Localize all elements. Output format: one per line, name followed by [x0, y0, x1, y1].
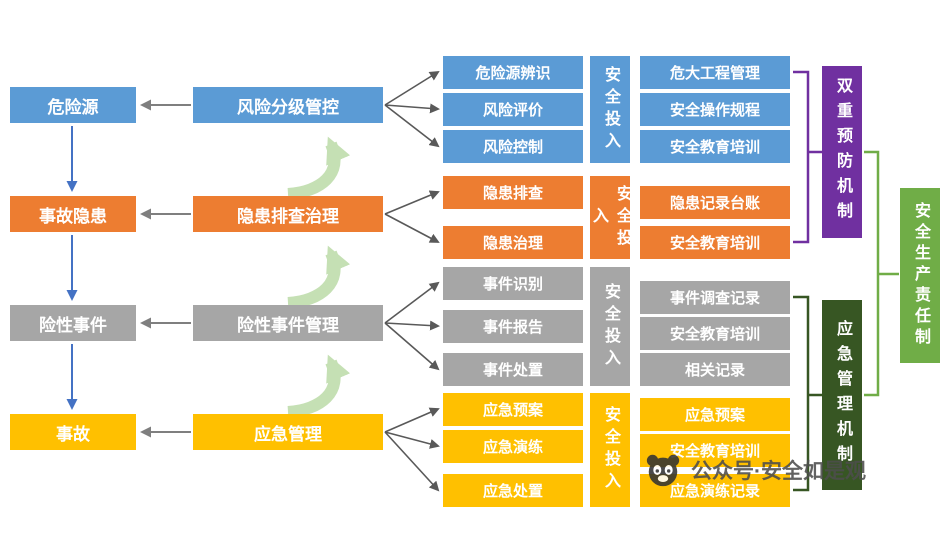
safety-investment-gray: 安全投入: [590, 267, 630, 386]
fan-line-danger-2: [384, 213, 440, 243]
safety-investment-orange: 安全投入: [590, 176, 631, 259]
responsibility-system: 安全生产责任制: [900, 188, 940, 363]
support-safety-education-3: 安全教育培训: [640, 317, 790, 350]
support-emergency-plan: 应急预案: [640, 398, 790, 431]
watermark: 公众号·安全如是观: [644, 451, 866, 489]
bracket-dual-prevention: [793, 70, 822, 244]
fan-line-incident-1: [384, 281, 440, 324]
swoosh-arrow-2: [287, 245, 351, 309]
process-risk-grading-control: 风险分级管控: [193, 87, 383, 123]
safety-investment-blue: 安全投入: [590, 56, 630, 163]
fan-line-emergency-1: [384, 407, 440, 433]
node-hazard-source: 危险源: [10, 87, 136, 123]
node-accident: 事故: [10, 414, 136, 450]
item-hazard-identification: 危险源辨识: [443, 56, 583, 89]
fan-line-incident-2: [384, 320, 440, 331]
support-danger-record-ledger: 隐患记录台账: [640, 186, 790, 219]
support-safety-education-2: 安全教育培训: [640, 226, 790, 259]
mechanism-dual-prevention: 双重预防机制: [822, 66, 862, 238]
support-related-records: 相关记录: [640, 353, 790, 386]
safety-investment-yellow: 安全投入: [590, 393, 630, 507]
support-safe-operation-rules: 安全操作规程: [640, 93, 790, 126]
fan-line-risk-3: [384, 104, 440, 148]
node-hidden-danger: 事故隐患: [10, 196, 136, 232]
process-risky-event-management: 险性事件管理: [193, 305, 383, 341]
bracket-responsibility: [864, 150, 899, 397]
process-hidden-danger-investigation: 隐患排查治理: [193, 196, 383, 232]
node-risky-event: 险性事件: [10, 305, 136, 341]
item-emergency-handling: 应急处置: [443, 474, 583, 507]
support-safety-education-1: 安全教育培训: [640, 130, 790, 163]
fan-line-emergency-3: [384, 431, 440, 492]
fan-line-risk-1: [384, 70, 440, 106]
support-emergency-drill-record: 应急演练记录: [640, 474, 790, 507]
process-emergency-management: 应急管理: [193, 414, 383, 450]
item-danger-treatment: 隐患治理: [443, 226, 583, 259]
support-safety-education-4: 安全教育培训: [640, 434, 790, 467]
panda-logo-icon: [646, 454, 680, 487]
fan-line-emergency-2: [384, 431, 440, 449]
fan-line-risk-2: [384, 103, 440, 114]
swoosh-arrow-1: [287, 136, 351, 200]
item-risk-evaluation: 风险评价: [443, 93, 583, 126]
item-emergency-drill: 应急演练: [443, 430, 583, 463]
item-danger-investigation: 隐患排查: [443, 176, 583, 209]
fan-line-danger-1: [384, 190, 440, 215]
swoosh-arrow-3: [287, 354, 351, 418]
mechanism-emergency-management: 应急管理机制: [822, 300, 862, 490]
item-event-identification: 事件识别: [443, 267, 583, 300]
watermark-text: 公众号·安全如是观: [691, 460, 866, 483]
item-emergency-plan: 应急预案: [443, 393, 583, 426]
item-event-handling: 事件处置: [443, 353, 583, 386]
fan-line-incident-3: [384, 322, 440, 371]
item-risk-control: 风险控制: [443, 130, 583, 163]
support-event-investigation-record: 事件调查记录: [640, 281, 790, 314]
support-major-project-management: 危大工程管理: [640, 56, 790, 89]
item-event-report: 事件报告: [443, 310, 583, 343]
